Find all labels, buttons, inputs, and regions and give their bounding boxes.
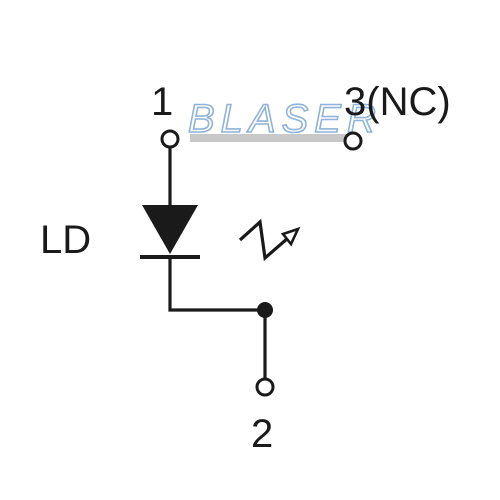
watermark-bar	[190, 134, 360, 142]
pin-1-label: 1	[151, 80, 173, 124]
light-emission-arrow-icon	[238, 218, 301, 262]
diode-triangle-icon	[142, 205, 198, 254]
pin-3-terminal	[343, 131, 363, 151]
component-label: LD	[40, 218, 91, 262]
pin-2-label: 2	[251, 412, 273, 456]
pin-1-terminal	[160, 129, 180, 149]
pin-3-label: 3(NC)	[344, 80, 451, 124]
watermark-text: BLASER	[188, 97, 382, 141]
wire-cathode-to-junction	[168, 257, 265, 312]
watermark-logo: BLASER	[187, 96, 382, 142]
pin-2-terminal	[255, 377, 275, 397]
